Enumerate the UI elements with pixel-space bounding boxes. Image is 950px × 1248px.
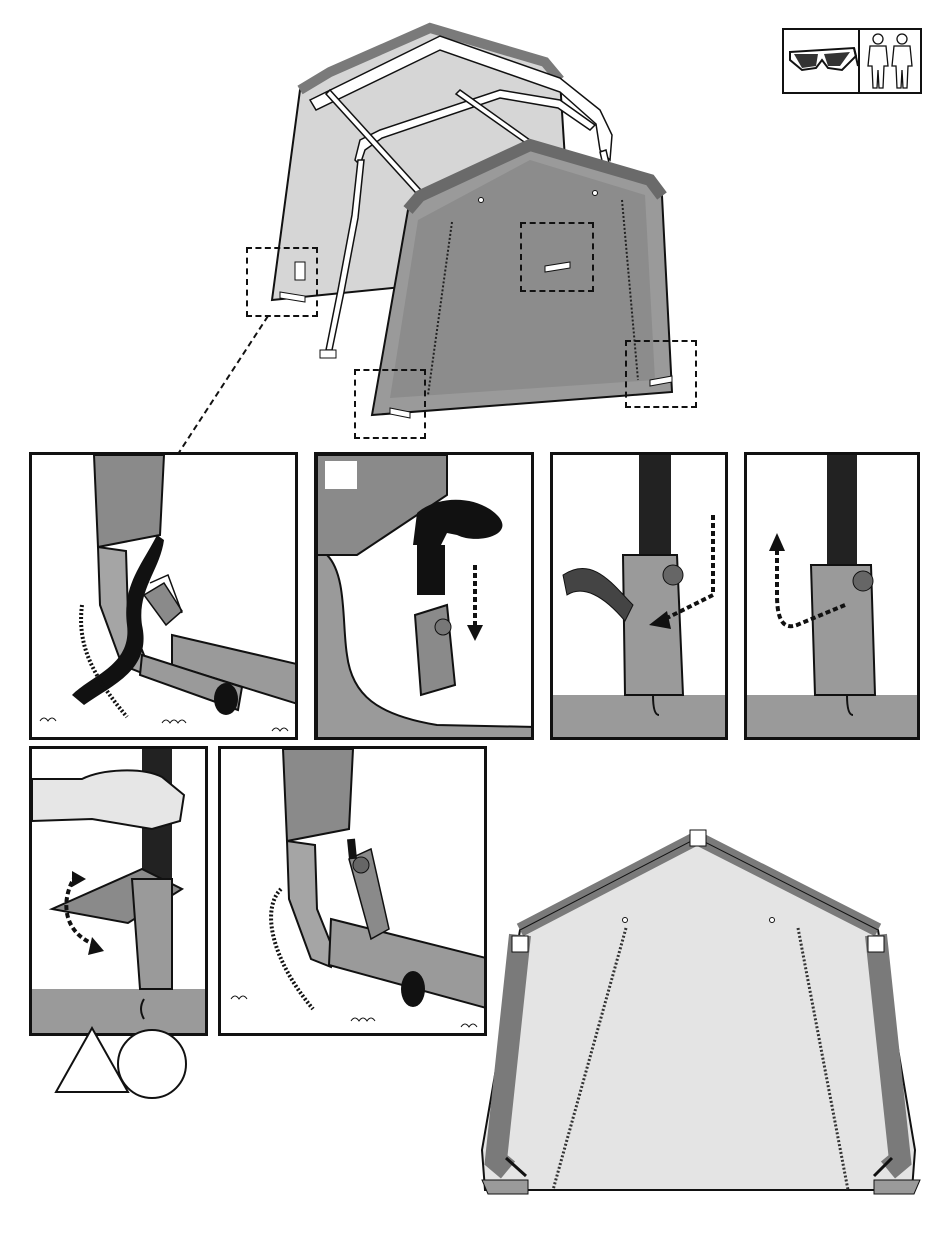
ppe-requirements — [782, 28, 922, 94]
panel-strap-feed-through — [550, 452, 728, 740]
shelter-front-elevation — [478, 826, 928, 1198]
callout-leader-line — [170, 310, 290, 460]
panel-ratchet-secured — [218, 746, 487, 1036]
callout-front-left-base — [354, 369, 426, 439]
circle-symbol-icon — [118, 1030, 186, 1098]
panel-strap-insert — [314, 452, 534, 740]
callout-front-right-base — [625, 340, 697, 408]
callout-rear-right-corner — [520, 222, 594, 292]
caution-symbols — [52, 1024, 192, 1100]
panel-strap-pull-up — [744, 452, 920, 740]
panel-strap-threading — [29, 452, 298, 740]
callout-front-left-corner — [246, 247, 318, 317]
warning-triangle-icon — [56, 1028, 128, 1092]
panel-ratchet-tighten — [29, 746, 208, 1036]
two-person-icon — [860, 30, 920, 92]
safety-glasses-icon — [784, 30, 860, 92]
